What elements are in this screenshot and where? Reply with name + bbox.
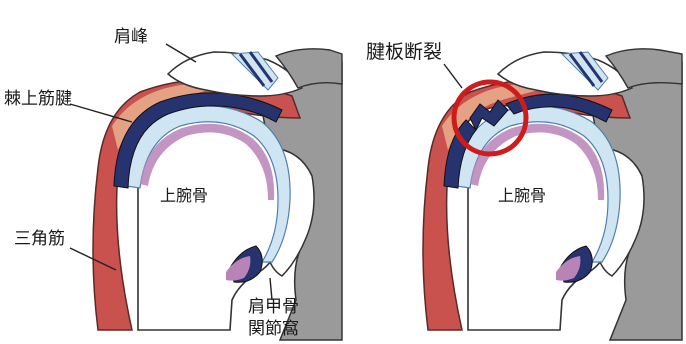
label-humerus-right: 上腕骨 <box>498 186 546 205</box>
label-supraspinatus: 棘上筋腱 <box>4 89 72 109</box>
label-tear: 腱板断裂 <box>366 41 442 63</box>
leader-acromion <box>166 44 196 62</box>
label-glenoid-line1: 肩甲骨 <box>248 297 299 317</box>
label-acromion: 肩峰 <box>114 27 148 47</box>
label-humerus-left: 上腕骨 <box>160 186 208 205</box>
label-deltoid: 三角筋 <box>14 229 65 249</box>
right-shoulder-panel: 腱板断裂 上腕骨 <box>366 41 682 340</box>
label-glenoid-line2: 関節窩 <box>248 319 299 339</box>
leader-tear <box>444 64 462 88</box>
left-shoulder-panel: 肩峰 棘上筋腱 上腕骨 三角筋 肩甲骨 関節窩 <box>4 27 342 340</box>
